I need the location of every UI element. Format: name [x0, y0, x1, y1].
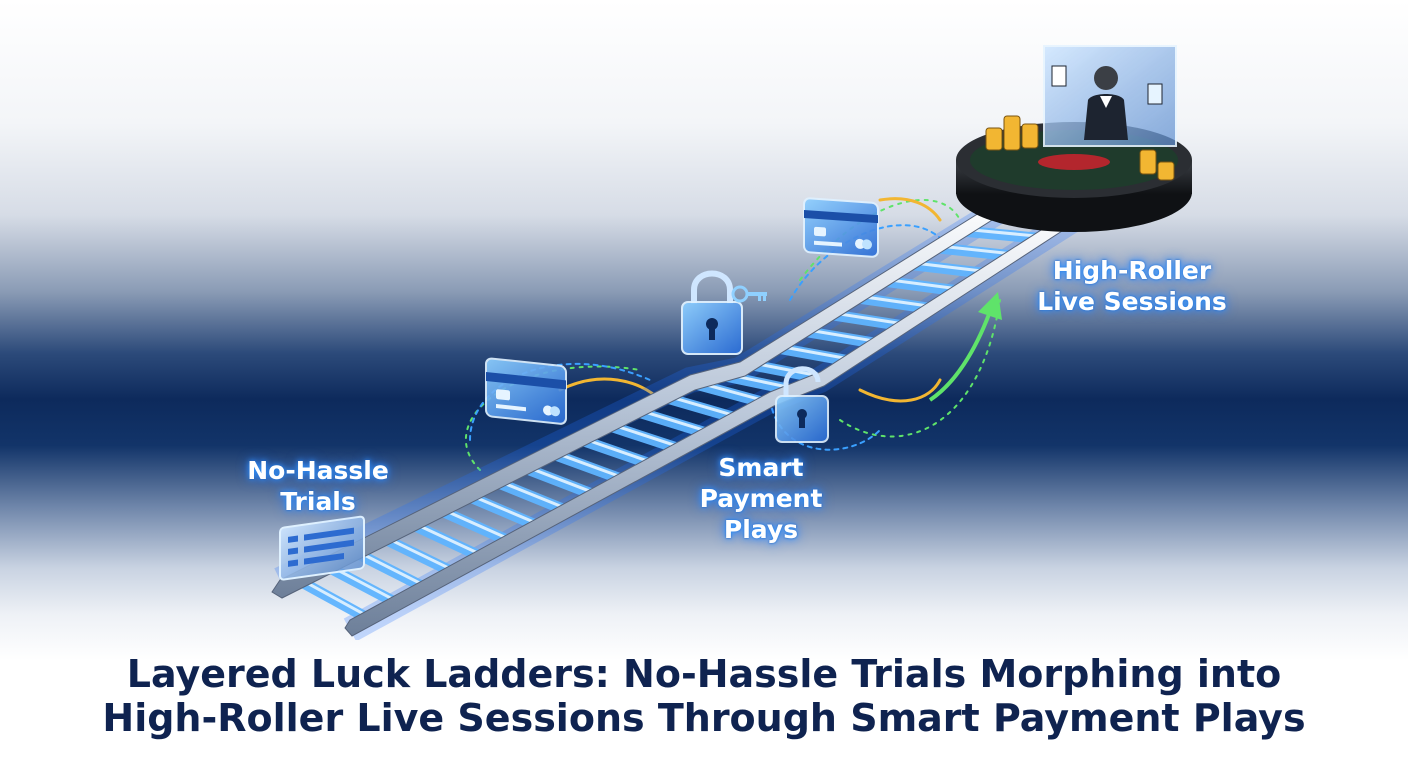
trial-screen-icon — [279, 515, 365, 581]
ladder — [271, 198, 1087, 640]
label-smart-payment-plays: Smart Payment Plays — [699, 453, 823, 544]
live-dealer-screen-icon — [1043, 45, 1177, 147]
credit-card-icon — [485, 357, 567, 425]
ladder-rung — [929, 242, 1018, 262]
ladder-rung — [956, 225, 1045, 244]
ladder-rungs — [290, 208, 1072, 622]
key-icon — [731, 285, 767, 303]
ladder-rung — [823, 308, 910, 332]
ladder-rung — [796, 325, 883, 349]
chip-stack-icon — [985, 115, 1175, 181]
headline: Layered Luck Ladders: No-Hassle Trials M… — [0, 652, 1408, 740]
ladder-illustration — [271, 45, 1192, 640]
unlocked-padlock-icon — [775, 366, 829, 443]
label-high-roller-live-sessions: High-Roller Live Sessions — [1037, 256, 1227, 316]
ladder-rung — [850, 292, 937, 314]
credit-card-icon — [803, 197, 879, 258]
growth-arrow-icon — [928, 292, 1002, 402]
label-no-hassle-trials: No-Hassle Trials — [247, 456, 389, 516]
headline-line-1: Layered Luck Ladders: No-Hassle Trials M… — [126, 652, 1282, 696]
ladder-rung — [903, 258, 991, 279]
ladder-rung — [876, 275, 964, 297]
headline-line-2: High-Roller Live Sessions Through Smart … — [102, 696, 1306, 740]
ladder-rung — [770, 342, 855, 367]
padlock-icon — [681, 270, 743, 355]
